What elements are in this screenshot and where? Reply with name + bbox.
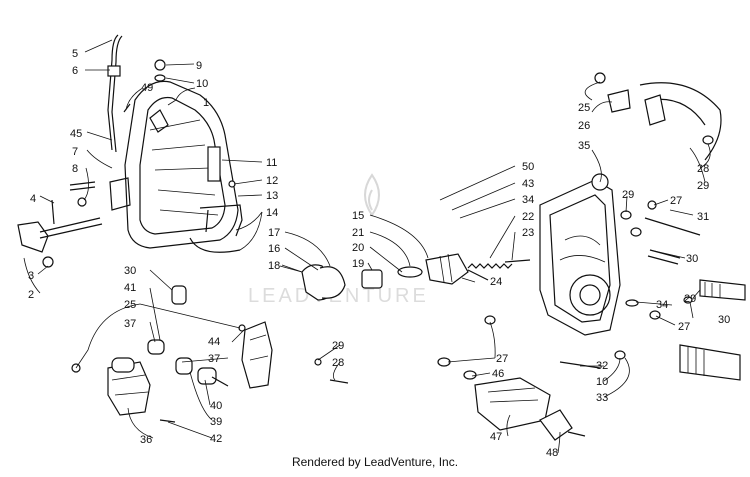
callout-14: 14 — [266, 207, 278, 219]
pump-valve-body — [425, 253, 489, 285]
callout-21: 21 — [352, 227, 364, 239]
callout-37: 37 — [124, 318, 136, 330]
callout-49: 49 — [141, 82, 153, 94]
callout-39: 39 — [210, 416, 222, 428]
callout-34: 34 — [522, 194, 534, 206]
callout-10: 10 — [196, 78, 208, 90]
callout-30b: 30 — [718, 314, 730, 326]
callout-31: 31 — [697, 211, 709, 223]
callout-45: 45 — [70, 128, 82, 140]
callout-7: 7 — [72, 146, 78, 158]
callout-32: 32 — [596, 360, 608, 372]
callout-15: 15 — [352, 210, 364, 222]
callout-33: 33 — [596, 392, 608, 404]
callout-28b: 28 — [332, 357, 344, 369]
callout-24: 24 — [490, 276, 502, 288]
callout-1: 1 — [203, 97, 209, 109]
lower-left-bushings — [71, 285, 229, 423]
callout-5: 5 — [72, 48, 78, 60]
callout-44: 44 — [208, 336, 220, 348]
callout-40: 40 — [210, 400, 222, 412]
callout-29c: 29 — [684, 293, 696, 305]
callout-43: 43 — [522, 178, 534, 190]
callout-27c: 27 — [678, 321, 690, 333]
callout-29b: 29 — [332, 340, 344, 352]
right-small-fasteners — [484, 200, 693, 360]
callout-19: 19 — [352, 258, 364, 270]
callout-17: 17 — [268, 227, 280, 239]
lower-left-bracket — [107, 357, 151, 416]
center-spring — [467, 259, 531, 269]
leader-lines — [23, 39, 711, 454]
lower-right-actuator — [437, 357, 601, 441]
callout-16: 16 — [268, 243, 280, 255]
lower-center-plate — [238, 321, 349, 389]
pump-sleeve — [361, 266, 423, 289]
callout-34b: 34 — [656, 299, 668, 311]
gearcase-housing — [539, 173, 621, 336]
callout-25: 25 — [578, 102, 590, 114]
callout-37b: 37 — [208, 353, 220, 365]
callout-26: 26 — [578, 120, 590, 132]
outer-drive-cover — [109, 80, 239, 249]
callout-36: 36 — [140, 434, 152, 446]
callout-3: 3 — [28, 270, 34, 282]
callout-18: 18 — [268, 260, 280, 272]
callout-27b: 27 — [496, 353, 508, 365]
callout-4: 4 — [30, 193, 36, 205]
callout-11: 11 — [266, 157, 277, 169]
callout-35: 35 — [578, 140, 590, 152]
callout-38: 41 — [124, 282, 136, 294]
callout-50: 50 — [522, 161, 534, 173]
cover-bracket — [189, 204, 243, 253]
callout-8: 8 — [72, 163, 78, 175]
callout-42: 42 — [210, 433, 222, 445]
callout-41: 30 — [124, 265, 136, 277]
right-shafts — [644, 217, 746, 381]
callout-46: 46 — [492, 368, 504, 380]
callout-10b: 10 — [596, 376, 608, 388]
callout-labels: 5 6 9 10 49 1 45 7 8 4 3 2 11 12 13 14 5… — [28, 48, 730, 459]
top-chain-guard — [594, 72, 722, 161]
cover-small-fasteners — [123, 59, 236, 188]
callout-29d: 29 — [622, 189, 634, 201]
callout-23: 23 — [522, 227, 534, 239]
pump-cap-assembly — [279, 264, 346, 301]
callout-6: 6 — [72, 65, 78, 77]
callout-27: 27 — [670, 195, 682, 207]
callout-13: 13 — [266, 190, 278, 202]
callout-12: 12 — [266, 175, 278, 187]
callout-2: 2 — [28, 289, 34, 301]
callout-30: 30 — [686, 253, 698, 265]
callout-9: 9 — [196, 60, 202, 72]
callout-20: 20 — [352, 242, 364, 254]
callout-48: 48 — [546, 447, 558, 459]
callout-22: 22 — [522, 211, 534, 223]
callout-47: 47 — [490, 431, 502, 443]
dipstick-tube — [107, 34, 123, 153]
callout-28: 28 — [697, 163, 709, 175]
credit-text: Rendered by LeadVenture, Inc. — [291, 455, 459, 469]
callout-29: 29 — [697, 180, 709, 192]
callout-25b: 25 — [124, 299, 136, 311]
